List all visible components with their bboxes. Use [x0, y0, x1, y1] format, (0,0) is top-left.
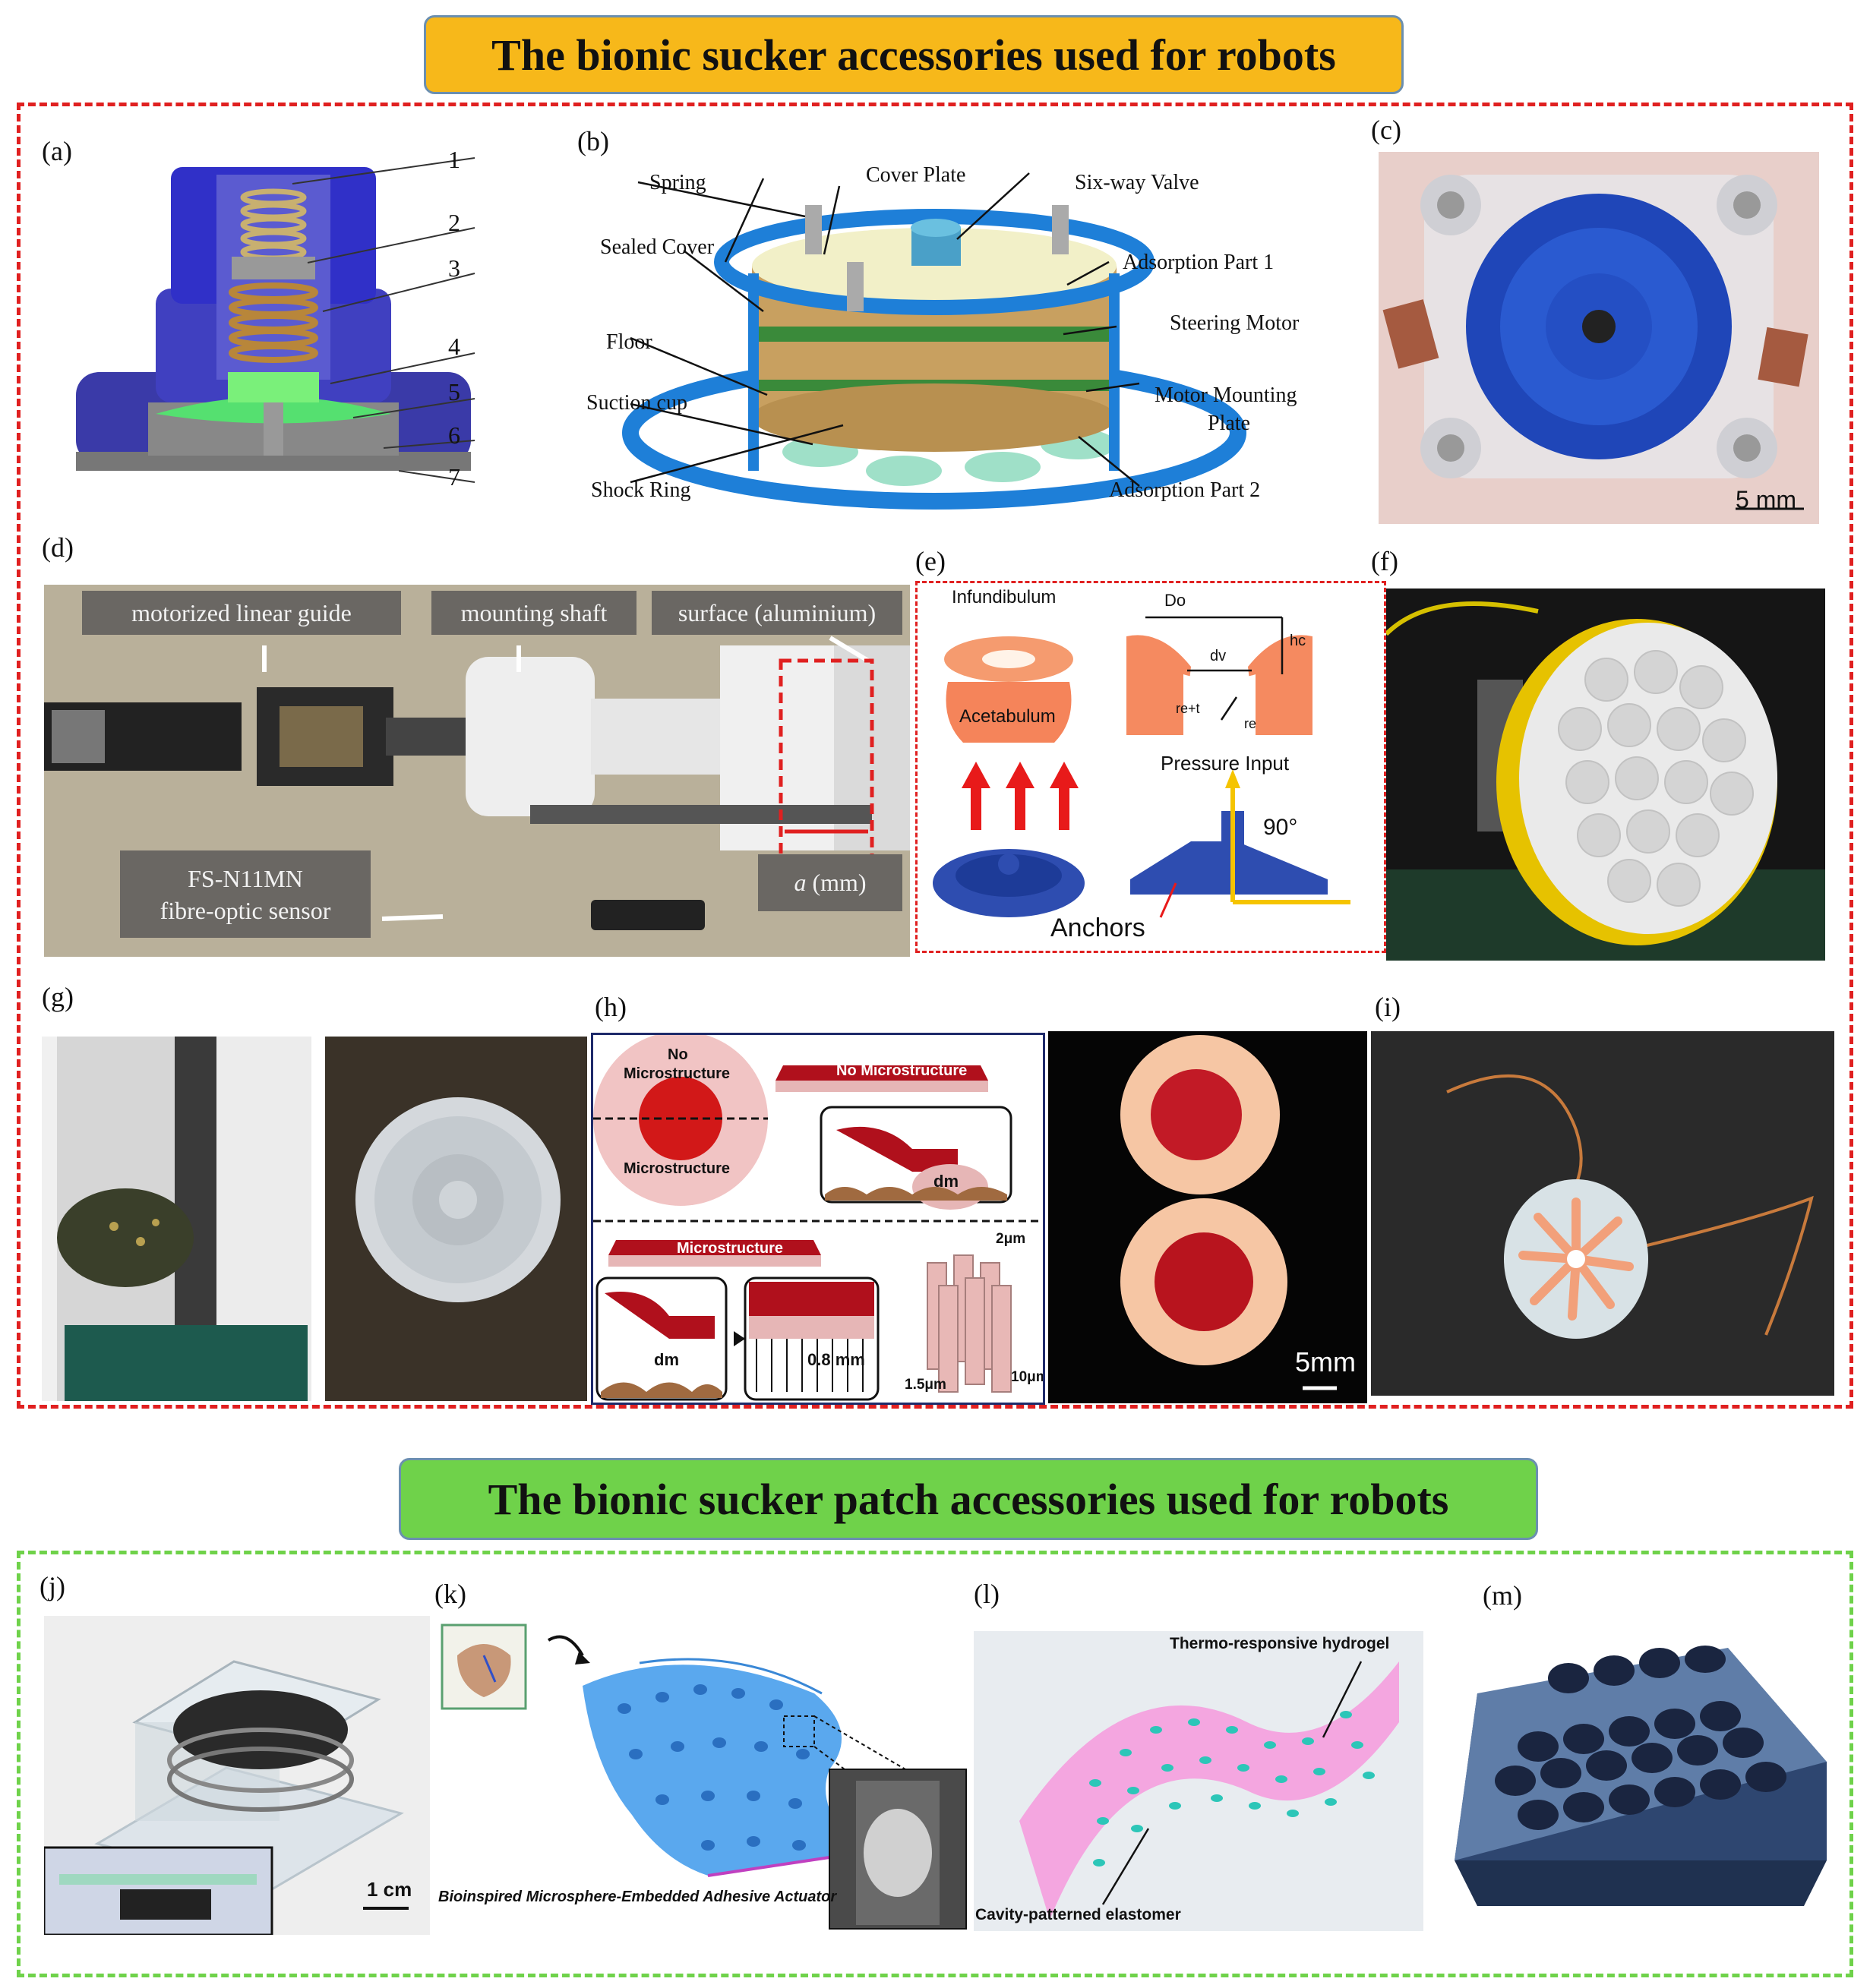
label-do: Do	[1164, 591, 1186, 610]
panel-k-microsphere-actuator: Bioinspired Microsphere-Embedded Adhesiv…	[434, 1610, 974, 1936]
part-number-2: 2	[448, 209, 460, 236]
label-microstructure: Microstructure	[624, 1160, 731, 1177]
label-no-microstructure-top: No Microstructure	[836, 1062, 968, 1079]
label-pressure-input: Pressure Input	[1161, 752, 1290, 775]
label-dm-upper: dm	[933, 1172, 959, 1191]
panel-label-e: (e)	[915, 546, 946, 576]
label-dm-lower: dm	[654, 1350, 679, 1369]
scale-bar-5mm: 5 mm	[1736, 486, 1796, 513]
panel-i-photo-soft-sucker	[1371, 1031, 1834, 1396]
top-title-banner: The bionic sucker accessories used for r…	[424, 15, 1404, 94]
part-number-1: 1	[448, 152, 460, 173]
panel-label-d: (d)	[42, 532, 74, 563]
label-adsorption-part-1: Adsorption Part 1	[1123, 251, 1275, 274]
panel-j-photo-glass-sucker: 1 cm	[44, 1616, 430, 1935]
label-spring: Spring	[649, 171, 706, 194]
label-mounting-shaft: mounting shaft	[431, 591, 636, 635]
label-a-mm: a (mm)	[758, 854, 902, 911]
label-six-way-valve: Six-way Valve	[1075, 171, 1199, 194]
label-cover-plate: Cover Plate	[866, 163, 966, 187]
label-adsorption-part-2: Adsorption Part 2	[1109, 478, 1261, 502]
label-suction-cup: Suction cup	[586, 391, 687, 415]
label-90-degree: 90°	[1263, 815, 1298, 840]
label-floor: Floor	[606, 330, 652, 354]
panel-l-hydrogel-elastomer: Thermo-responsive hydrogel Cavity-patter…	[974, 1631, 1423, 1931]
panel-g-photo-lift	[42, 1037, 311, 1401]
label-surface-aluminium: surface (aluminium)	[652, 591, 902, 635]
part-number-4: 4	[448, 333, 460, 360]
panel-b-adsorption-module: Spring Cover Plate Six-way Valve Sealed …	[577, 152, 1344, 516]
panel-label-k: (k)	[434, 1579, 466, 1609]
panel-g-photo-sucker	[325, 1037, 587, 1401]
label-no-micro-2: Microstructure	[624, 1065, 731, 1082]
top-section-frame	[17, 103, 1853, 1409]
panel-label-g: (g)	[42, 982, 74, 1012]
panel-c-photo-suction-cup: 5 mm	[1379, 152, 1819, 524]
suction-cup-cutaway-diagram	[76, 157, 475, 483]
panel-label-j: (j)	[39, 1571, 65, 1601]
bottom-title-banner: The bionic sucker patch accessories used…	[399, 1458, 1538, 1540]
top-title: The bionic sucker accessories used for r…	[491, 30, 1336, 80]
panel-label-f: (f)	[1371, 546, 1398, 576]
label-sealed-cover: Sealed Cover	[600, 235, 715, 259]
panel-m-honeycomb-patch	[1455, 1633, 1834, 1921]
scale-bar-5mm-h: 5mm	[1295, 1346, 1356, 1377]
panel-h-microstructure-diagram: No Microstructure No Microstructure Micr…	[591, 1033, 1045, 1405]
label-motorized-linear-guide: motorized linear guide	[82, 591, 401, 635]
panel-label-l: (l)	[974, 1579, 1000, 1609]
panel-label-i: (i)	[1375, 992, 1401, 1022]
panel-d-test-rig-photo: motorized linear guide mounting shaft su…	[44, 585, 910, 957]
label-microstructure-top: Microstructure	[677, 1240, 784, 1257]
panel-f-multi-sucker-photo	[1386, 589, 1825, 961]
label-motor-mounting: Motor Mounting	[1155, 383, 1297, 407]
panel-label-c: (c)	[1371, 115, 1401, 145]
label-re-t: re+t	[1176, 701, 1200, 716]
label-hc: hc	[1290, 633, 1306, 649]
label-cavity-patterned-elastomer: Cavity-patterned elastomer	[975, 1906, 1181, 1923]
part-number-5: 5	[448, 378, 460, 405]
bottom-title: The bionic sucker patch accessories used…	[488, 1474, 1449, 1524]
part-number-3: 3	[448, 254, 460, 282]
label-motor-mounting-plate: Plate	[1208, 412, 1250, 435]
panel-e-octopus-sucker-design: Infundibulum Acetabulum Do hc dv re+t re…	[915, 581, 1386, 953]
caption-microsphere-actuator: Bioinspired Microsphere-Embedded Adhesiv…	[438, 1889, 837, 1905]
panel-label-a: (a)	[42, 136, 72, 166]
label-no-micro-1: No	[668, 1046, 688, 1063]
label-thermo-responsive-hydrogel: Thermo-responsive hydrogel	[1170, 1635, 1390, 1652]
scale-bar-1cm: 1 cm	[367, 1878, 412, 1901]
label-acetabulum: Acetabulum	[959, 706, 1056, 727]
label-10um: 10μm	[1011, 1369, 1045, 1385]
panel-label-b: (b)	[577, 126, 609, 156]
label-anchors: Anchors	[1050, 914, 1145, 942]
part-number-6: 6	[448, 421, 460, 449]
panel-label-m: (m)	[1483, 1580, 1522, 1611]
label-0-8mm: 0.8 mm	[807, 1350, 865, 1369]
panel-label-h: (h)	[595, 992, 627, 1022]
label-infundibulum: Infundibulum	[952, 587, 1057, 607]
label-1-5um: 1.5μm	[905, 1377, 946, 1393]
panel-h-photo-suckers: 5mm	[1048, 1031, 1367, 1403]
label-dv: dv	[1210, 648, 1227, 664]
label-shock-ring: Shock Ring	[591, 478, 691, 502]
label-2um: 2μm	[996, 1231, 1026, 1247]
bottom-section-frame	[17, 1551, 1853, 1977]
label-steering-motor: Steering Motor	[1170, 311, 1300, 335]
label-re: re	[1244, 716, 1257, 731]
adsorption-module-diagram	[622, 172, 1246, 510]
part-number-7: 7	[448, 463, 460, 491]
panel-a-cad-suction-cup: 1 2 3 4 5 6 7	[65, 152, 498, 509]
